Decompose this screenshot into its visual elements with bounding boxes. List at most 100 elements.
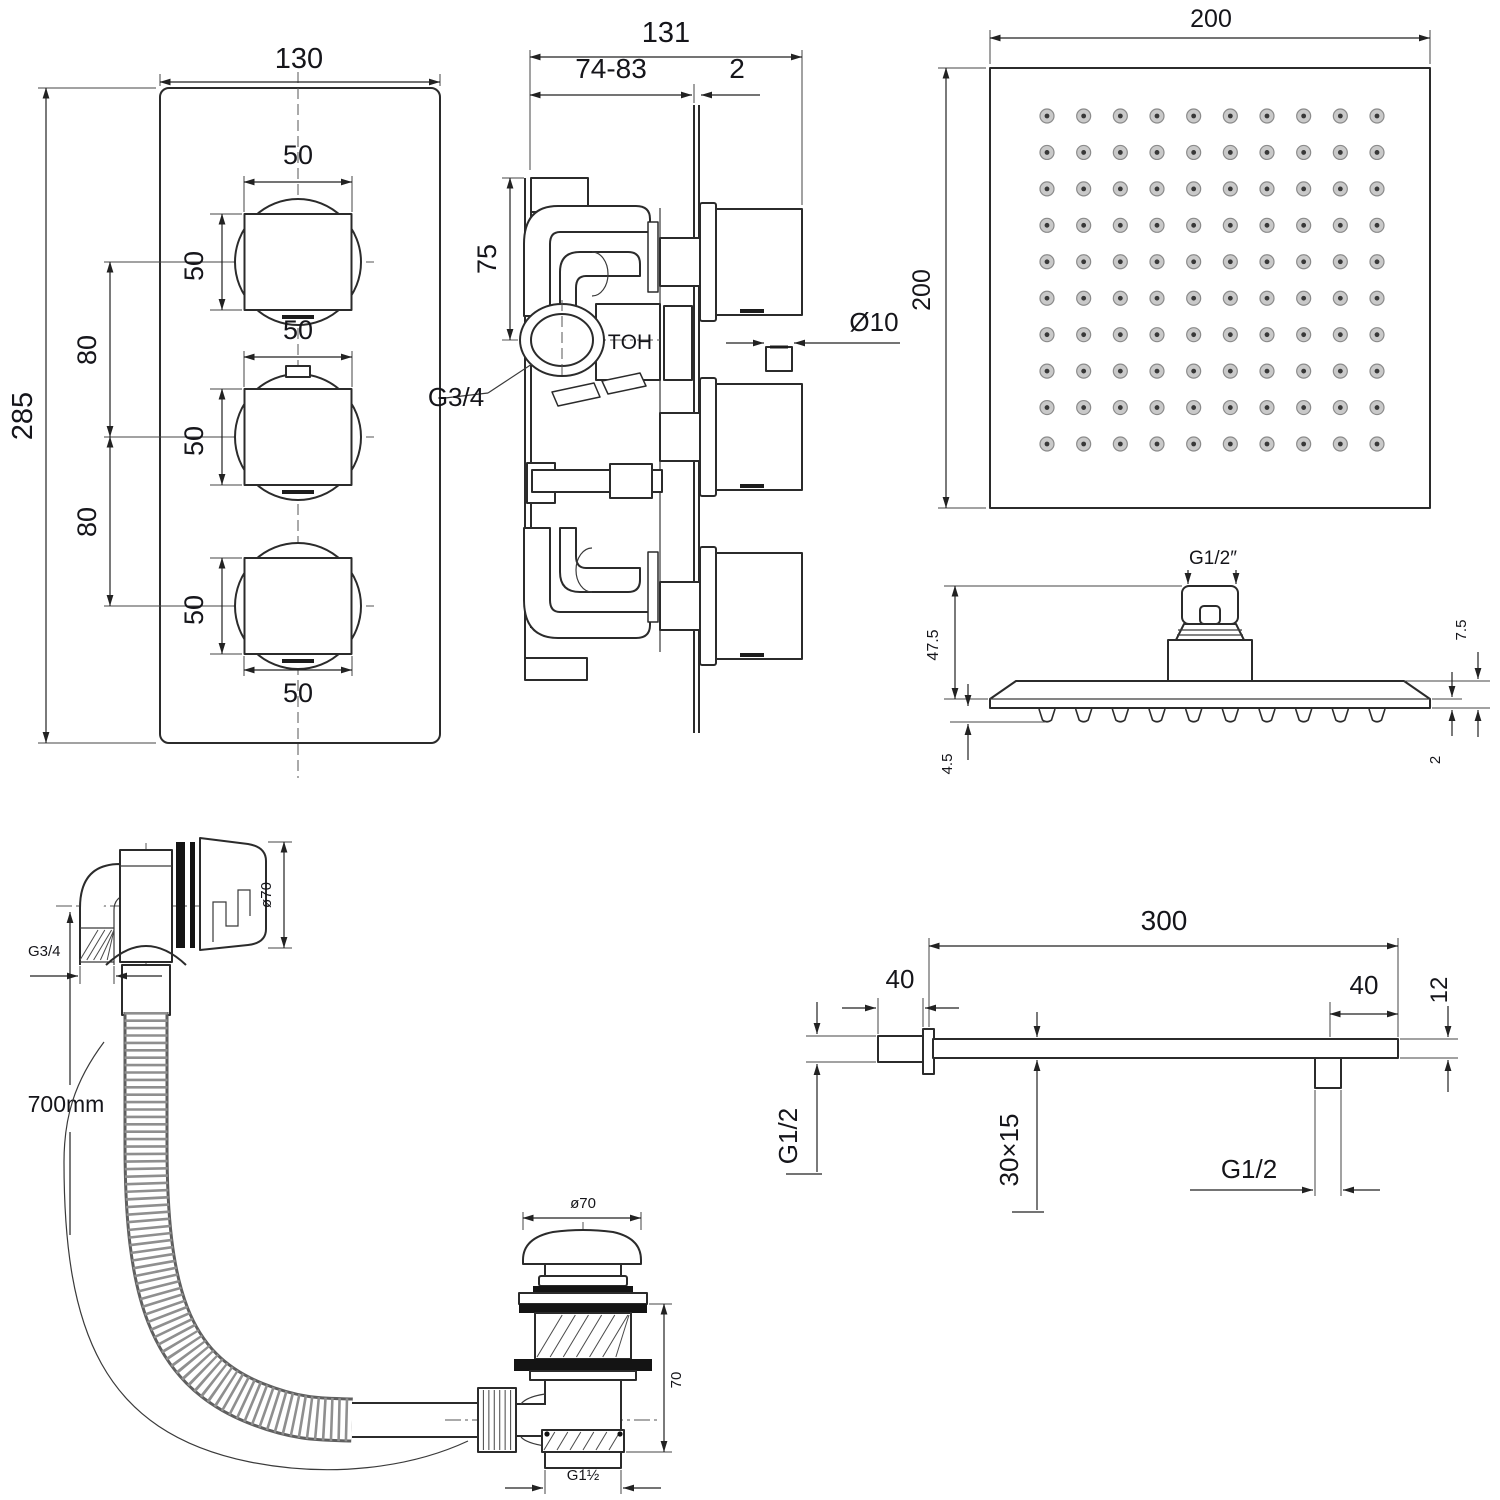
dim-knob2-width: 50	[243, 315, 353, 387]
dim-waste-body-height: 70	[626, 1303, 685, 1453]
dim-plate-thickness: 2	[701, 53, 760, 99]
knob-side	[658, 545, 804, 667]
dim-plate-height: 285	[7, 87, 156, 744]
outlet-stub	[1314, 1057, 1342, 1089]
svg-text:G1/2: G1/2	[773, 1108, 803, 1164]
valve-front-view: 130 285 50 50 50 50 50 50 80	[7, 43, 441, 778]
dim-overflow-thread: G3/4	[28, 943, 162, 984]
svg-text:80: 80	[72, 335, 102, 365]
dim-head-thread: G1/2″	[1184, 548, 1240, 584]
hot-inlet-port: HOT	[502, 300, 660, 380]
svg-text:200: 200	[1190, 5, 1232, 33]
svg-text:2: 2	[1427, 756, 1444, 764]
svg-text:300: 300	[1141, 905, 1188, 936]
svg-text:40: 40	[886, 964, 915, 994]
dim-knob-gap-1: 80	[72, 261, 114, 437]
shower-arm-view: 300 40 40 12 G1/2 30×15	[773, 905, 1458, 1213]
dim-outlet-offset: 40	[1329, 970, 1398, 1037]
dim-cross-section: 30×15	[994, 1012, 1044, 1213]
hose-nut	[477, 1387, 517, 1453]
knob-side	[658, 376, 804, 498]
hot-label: HOT	[608, 331, 653, 354]
dim-plate-width: 130	[159, 43, 441, 86]
nozzle-row	[1038, 708, 1386, 723]
svg-text:47.5: 47.5	[925, 629, 942, 660]
elbow-thread-hatch	[79, 929, 115, 961]
svg-text:50: 50	[283, 140, 313, 170]
svg-text:4.5: 4.5	[939, 754, 956, 775]
waste-thread-hatch	[536, 1314, 630, 1358]
svg-text:70: 70	[668, 1372, 685, 1389]
dim-edge-thickness: 2	[1427, 672, 1462, 764]
dim-knob-gap-2: 80	[72, 436, 114, 606]
dim-inlet-height: 75	[472, 177, 524, 340]
svg-text:7.5: 7.5	[1453, 620, 1470, 641]
svg-text:G1½: G1½	[567, 1467, 600, 1484]
svg-text:131: 131	[642, 17, 690, 49]
knob-notch	[285, 365, 311, 378]
label-inlet-thread: G3/4	[428, 363, 533, 412]
dim-head-height: 200	[908, 67, 986, 509]
dim-overflow-diameter: ø70	[258, 841, 292, 949]
waste-lower-hatch	[543, 1431, 621, 1451]
knob	[220, 197, 376, 327]
dim-depth-total: 131	[529, 17, 803, 205]
knob-side	[658, 201, 804, 323]
svg-text:130: 130	[275, 43, 323, 75]
dim-arm-length: 300	[928, 905, 1399, 1037]
dim-knob2-height: 50	[179, 388, 242, 486]
knob	[220, 541, 376, 671]
svg-text:75: 75	[472, 244, 502, 274]
svg-text:Ø10: Ø10	[849, 307, 898, 337]
svg-text:G3/4: G3/4	[28, 943, 61, 960]
dim-pin-diameter: Ø10	[726, 307, 900, 347]
svg-text:2: 2	[729, 53, 745, 84]
svg-text:50: 50	[179, 426, 209, 456]
svg-text:200: 200	[908, 269, 936, 311]
shower-head-top-view: 200 200	[908, 5, 1431, 509]
svg-text:80: 80	[72, 507, 102, 537]
dim-knob3-width: 50	[243, 656, 353, 708]
svg-text:ø70: ø70	[258, 882, 275, 908]
wall-stub	[877, 1035, 924, 1063]
head-plate-profile	[989, 680, 1431, 709]
dim-wall-thread: G1/2	[773, 1002, 876, 1175]
svg-text:285: 285	[7, 392, 39, 440]
diverter-pin	[765, 346, 793, 372]
svg-text:ø70: ø70	[570, 1195, 596, 1212]
dim-recess-depth: 74-83	[529, 53, 695, 103]
svg-text:50: 50	[283, 678, 313, 708]
arm-bar	[932, 1038, 1399, 1059]
svg-text:50: 50	[179, 251, 209, 281]
svg-text:12: 12	[1426, 977, 1453, 1004]
dim-knob3-height: 50	[179, 557, 242, 655]
svg-text:30×15: 30×15	[994, 1113, 1024, 1186]
flexible-hose	[63, 1012, 478, 1471]
dim-edge-height: 7.5	[1404, 620, 1490, 737]
dim-knob1-height: 50	[179, 213, 242, 311]
nozzle-grid	[1039, 108, 1385, 452]
dim-head-width: 200	[989, 5, 1431, 64]
dim-waste-outlet-thread: G1½	[505, 1467, 661, 1494]
bath-waste-assembly: ø70 70 G1½	[445, 1195, 685, 1494]
svg-text:700mm: 700mm	[28, 1091, 105, 1117]
head-plate-outline	[989, 67, 1431, 509]
svg-text:40: 40	[1350, 970, 1379, 1000]
svg-text:G1/2: G1/2	[1221, 1154, 1277, 1184]
svg-text:50: 50	[179, 595, 209, 625]
bath-filler-waste-view: ø70 G3/4 700mm ø70	[28, 837, 685, 1494]
svg-text:50: 50	[283, 315, 313, 345]
dim-hose-length: 700mm	[28, 912, 105, 1235]
knob	[220, 372, 376, 502]
dim-outlet-thread: G1/2	[1190, 1090, 1380, 1196]
svg-text:74-83: 74-83	[575, 53, 647, 84]
overflow-elbow	[56, 843, 208, 1030]
overflow-cover	[176, 837, 267, 951]
valve-side-view: HOT 131 74-83 2 75 G3/4 Ø10	[428, 17, 900, 733]
dim-nozzle-depth: 4.5	[939, 684, 1045, 774]
head-connector	[1167, 585, 1253, 683]
dim-wall-stub: 40	[842, 964, 959, 1034]
shower-head-side-view: G1/2″ 47.5 4.5 7.5 2	[925, 548, 1490, 774]
